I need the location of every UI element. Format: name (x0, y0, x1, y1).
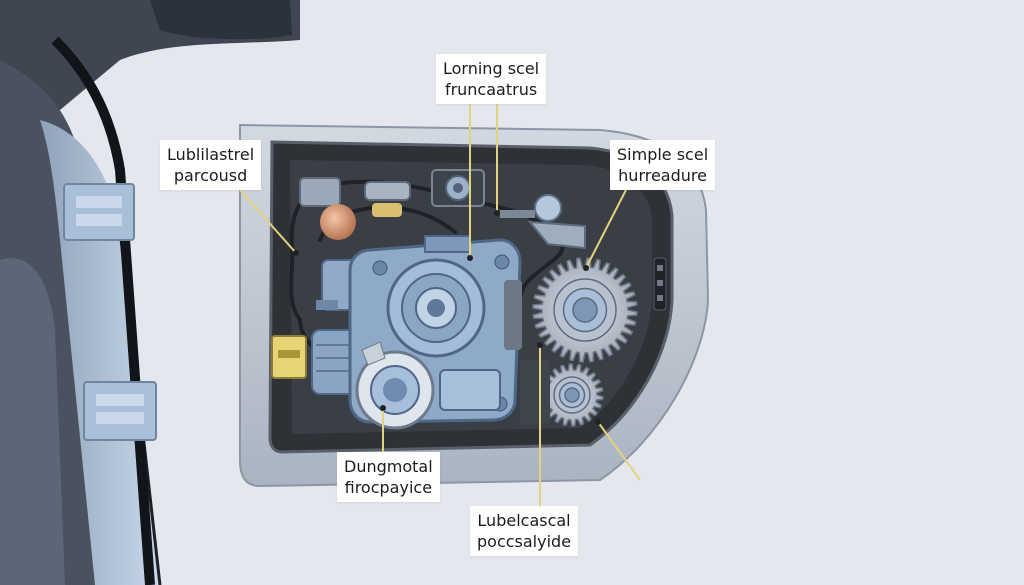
leader-line-left (239, 189, 297, 254)
large-gear (532, 257, 638, 363)
car-door (0, 0, 300, 585)
gear-mount-plate (520, 360, 550, 424)
small-pulley (534, 194, 562, 222)
callout-left-line1: Lublilastrel (167, 145, 255, 164)
leader-line-gear (597, 421, 641, 481)
callout-right-line1: Simple scel (617, 145, 709, 164)
drive-rotor (355, 341, 435, 430)
leader-line-dots (293, 210, 601, 425)
main-motor-housing (348, 235, 522, 424)
latch-tab-upper (63, 183, 135, 241)
callout-left-line2: parcousd (173, 166, 248, 185)
callout-bottom-left-line2: firocpayice (344, 478, 433, 497)
mount-bracket (527, 220, 586, 250)
callout-right: Simple scel hurreadure (610, 140, 716, 190)
callout-left: Lublilastrel parcousd (160, 140, 262, 190)
connector-block (299, 177, 341, 207)
small-gear (540, 363, 604, 427)
leader-line-right (585, 185, 629, 269)
callout-bottom-left-line1: Dungmotal (344, 457, 433, 476)
callout-top-line2: fruncaatrus (444, 80, 538, 99)
fuse-cylinder (364, 181, 411, 201)
latch-tab-lower (83, 381, 157, 441)
callout-bottom-right: Lubelcascal poccsalyide (470, 506, 579, 556)
callout-right-line2: hurreadure (618, 166, 707, 185)
copper-coil (320, 204, 356, 240)
callout-top-line1: Lorning scel (443, 59, 540, 78)
callout-bottom-left: Dungmotal firocpayice (337, 452, 440, 502)
callout-bottom-right-line2: poccsalyide (477, 532, 572, 551)
callout-top: Lorning scel fruncaatrus (436, 54, 547, 104)
callout-bottom-right-line1: Lubelcascal (477, 511, 571, 530)
leader-lines (239, 100, 641, 506)
